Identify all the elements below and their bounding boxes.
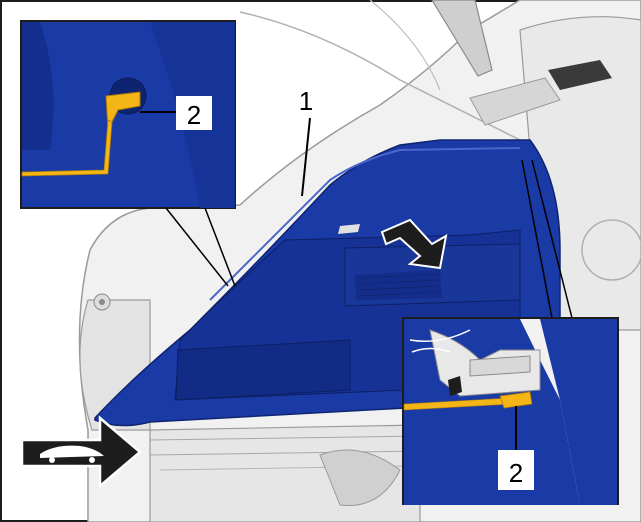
callout-label-2-top: 2 (187, 100, 201, 130)
clip-2-bottom (499, 391, 533, 409)
inset-connector-left-b (204, 207, 236, 287)
inset-top-left: 2 (20, 20, 236, 209)
inset-connector-right-a (521, 159, 553, 319)
inset-connector-left-a (165, 207, 229, 287)
callout-label-1: 1 (299, 86, 313, 116)
inset-connector-right-b (531, 159, 573, 319)
vehicle-direction-arrow-icon (20, 415, 142, 489)
removal-direction-arrow-icon (380, 218, 448, 270)
callout-label-2-bottom: 2 (509, 458, 523, 488)
leader-line-1 (301, 117, 311, 197)
release-cable-top (21, 119, 113, 177)
inset-bottom-right: 2 (402, 317, 619, 505)
